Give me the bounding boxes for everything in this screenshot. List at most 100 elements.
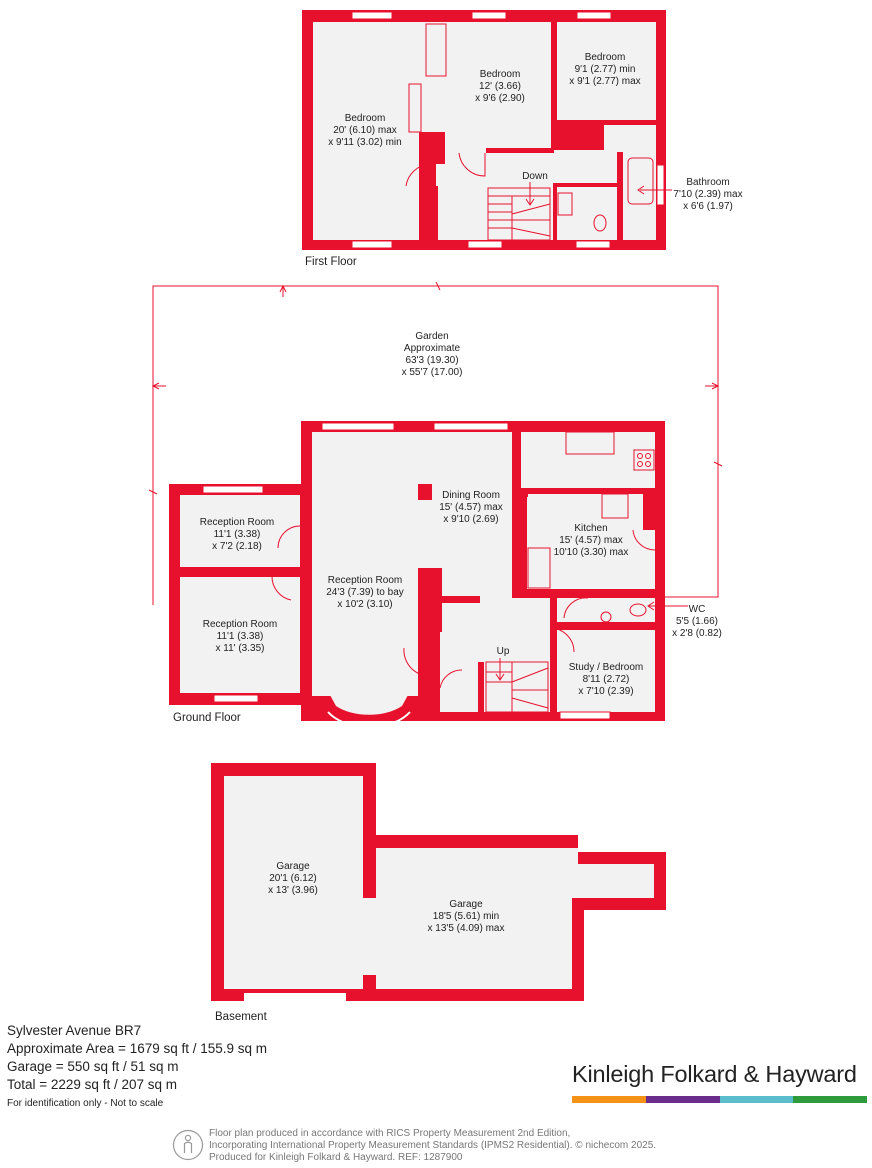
room-name: Bedroom [585,52,626,63]
gf-wall [442,596,480,603]
ff-window [575,240,611,249]
garden-dimension: x 55'7 (17.00) [402,367,463,378]
ff-bathroom-floor [622,155,656,240]
room-name: Garage [276,861,310,872]
label-ff-bedroom-right: Bedroom 9'1 (2.77) min x 9'1 (2.77) max [569,52,640,87]
room-dimension: x 9'6 (2.90) [475,93,525,104]
ground-floor-label: Ground Floor [173,712,241,724]
room-dimension: x 10'2 (3.10) [337,599,392,610]
gf-window [433,422,509,431]
room-dimension: 10'10 (3.30) max [554,547,629,558]
room-name: Bedroom [345,113,386,124]
gf-wall [432,660,440,712]
room-dimension: 11'1 (3.38) [217,631,264,642]
ff-window [471,11,507,20]
ff-wardrobe [425,23,447,77]
label-ff-bathroom: Bathroom 7'10 (2.39) max x 6'6 (1.97) [637,177,743,212]
label-gf-reception-3: Reception Room 24'3 (7.39) to bay x 10'2… [326,575,404,610]
ff-bedroom-divider [551,16,557,122]
ff-window [656,164,665,206]
ff-bath-icon [627,157,654,205]
ff-wardrobe [408,83,422,133]
footer-line: Floor plan produced in accordance with R… [209,1128,571,1139]
brand-bar-segment [719,1096,794,1103]
property-info: Sylvester Avenue BR7 Approximate Area = … [7,1022,267,1112]
stairs-up-label: Up [497,646,510,657]
garden-approx: Approximate [404,343,461,354]
brand-color-bar [572,1096,867,1103]
label-bs-garage-1: Garage 20'1 (6.12) x 13' (3.96) [268,861,318,896]
gf-kitchen-top-floor [520,432,655,488]
room-name: Reception Room [203,619,277,630]
gf-hob-ring [637,453,643,459]
gf-window [321,422,395,431]
ff-shower-left-wall [553,183,557,240]
room-dimension: 15' (4.57) max [439,502,503,513]
room-name: Study / Bedroom [569,662,643,673]
gf-wall [180,567,272,576]
gf-reception-2-floor [180,577,300,693]
gf-wc-basin-icon [600,611,612,623]
gf-wall [418,484,432,500]
basement-pier [363,848,376,898]
gf-door-swing [632,529,656,551]
address: Sylvester Avenue BR7 [7,1023,142,1038]
ff-wardrobe-floor [419,22,447,150]
footer-line: Incorporating International Property Mea… [209,1140,657,1151]
gf-wall [291,567,301,576]
gf-door-swing [403,647,433,677]
room-dimension: x 9'11 (3.02) min [328,137,401,148]
garage-area: Garage = 550 sq ft / 51 sq m [7,1059,179,1074]
gf-wall [643,492,655,530]
room-dimension: x 6'6 (1.97) [683,201,733,212]
gf-study-floor [557,630,655,712]
gf-wall [519,497,526,589]
room-dimension: 11'1 (3.38) [214,529,261,540]
ff-bathroom-top-wall [600,120,656,125]
room-name: Garage [449,899,483,910]
ff-basin-icon [557,192,573,216]
room-dimension: 8'11 (2.72) [583,674,630,685]
gf-reception-3-floor [312,432,418,694]
ff-chimney-breast [419,132,445,164]
gf-staircase [485,658,549,713]
gf-kitchen-floor [527,494,655,589]
ff-door-swing [556,125,582,151]
gf-wall [478,662,484,712]
label-bs-garage-2: Garage 18'5 (5.61) min x 13'5 (4.09) max [428,899,505,934]
gf-window [202,485,264,494]
room-dimension: x 11' (3.35) [216,643,265,654]
first-floor-plan: Bedroom 20' (6.10) max x 9'11 (3.02) min… [302,10,743,268]
room-dimension: x 9'1 (2.77) max [569,76,640,87]
basement-floor [224,776,654,989]
gf-hob-icon [633,449,655,471]
ff-door-swing [405,163,431,187]
first-floor-label: First Floor [305,256,357,268]
gf-utility-sink-icon [601,493,629,519]
total-area: Total = 2229 sq ft / 207 sq m [7,1077,177,1092]
gf-wc-toilet-icon [629,603,647,617]
gf-hob-ring [645,461,651,467]
label-gf-wc: WC 5'5 (1.66) x 2'8 (0.82) [647,601,722,639]
ff-shower-top-wall [553,183,619,187]
ff-staircase [487,182,551,241]
label-gf-kitchen: Kitchen 15' (4.57) max 10'10 (3.30) max [554,523,629,558]
brand-name: Kinleigh Folkard & Hayward [572,1061,857,1087]
footer-text: Floor plan produced in accordance with R… [209,1128,656,1164]
brand-bar-segment [572,1096,646,1103]
room-name: Dining Room [442,490,500,501]
ff-bathroom-left-wall [617,152,623,240]
gf-wall [550,598,557,712]
brand-logo: Kinleigh Folkard & Hayward [572,1061,867,1103]
gf-fireplace [418,568,442,632]
label-garden: Garden Approximate 63'3 (19.30) x 55'7 (… [402,331,463,378]
room-dimension: x 13'5 (4.09) max [428,923,505,934]
ff-window [467,240,503,249]
floor-plan-drawing: Bedroom 20' (6.10) max x 9'11 (3.02) min… [148,10,743,1023]
gf-window [559,711,611,720]
approximate-area: Approximate Area = 1679 sq ft / 155.9 sq… [7,1041,268,1056]
ff-landing-wall-left [430,186,438,240]
gf-wall [300,495,310,539]
basement-pier [363,975,376,997]
ff-window [576,11,612,20]
